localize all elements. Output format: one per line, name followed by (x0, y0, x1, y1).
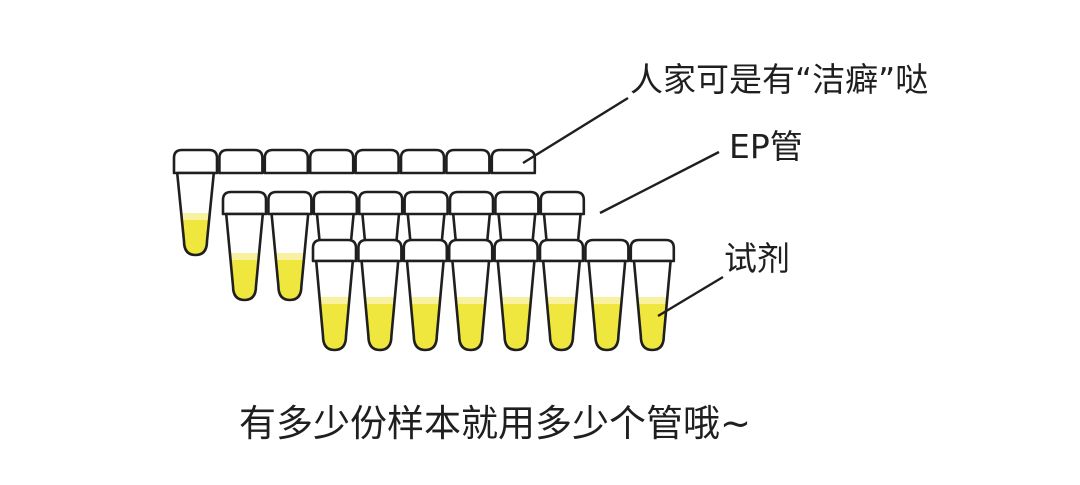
tube-body-outline (632, 259, 672, 352)
tube-cap (263, 148, 310, 175)
reagent-surface (410, 297, 441, 304)
tube-cap (218, 148, 264, 175)
label-ep-tube: EP管 (729, 127, 803, 166)
reagent-liquid (591, 297, 622, 350)
tube-cap (221, 190, 268, 216)
tube-cap (357, 190, 404, 216)
tube-cap (403, 190, 449, 216)
reagent-surface (455, 297, 486, 304)
tube-cap (402, 238, 449, 263)
tube-body-edge (451, 213, 458, 243)
tube-body-edge (349, 213, 355, 243)
reagent-surface (546, 297, 577, 304)
tube-body-outline (224, 212, 265, 302)
middle-tube-strip (221, 190, 586, 302)
reagent-surface (275, 253, 305, 260)
leader-line-cleanliness (522, 96, 629, 165)
reagent-liquid (181, 213, 210, 255)
reagent-liquid (319, 297, 350, 350)
reagent-liquid (546, 297, 577, 350)
tube-body-edge (531, 213, 537, 243)
tube-cap (629, 238, 676, 263)
reagent-liquid (410, 297, 441, 350)
leader-line-reagent (657, 275, 724, 318)
tube-body-outline (405, 259, 445, 352)
tube-body-outline (451, 259, 491, 352)
tube-body-edge (395, 213, 401, 243)
tube-body-edge (406, 213, 412, 243)
reagent-liquid (229, 253, 260, 300)
reagent-surface (637, 297, 668, 304)
caption-text: 有多少份样本就用多少个管哦~ (238, 402, 751, 445)
tube-cap (490, 148, 537, 175)
tube-body-outline (175, 171, 216, 257)
tube-cap (267, 190, 313, 216)
reagent-surface (591, 297, 622, 304)
tube-cap (354, 148, 400, 175)
tube-body-outline (270, 212, 310, 302)
bottom-tube-strip (311, 238, 676, 352)
tube-cap (445, 148, 491, 175)
tube-body-edge (497, 213, 503, 243)
tube-body-outline (587, 259, 627, 352)
top-tube-strip (172, 148, 537, 257)
tube-body-outline (541, 259, 582, 352)
tube-cap (584, 238, 630, 263)
tube-body-edge (485, 213, 492, 243)
tube-cap (447, 238, 494, 263)
reagent-liquid (501, 297, 532, 350)
reagent-surface (319, 297, 350, 304)
tube-body-outline (360, 259, 400, 352)
tube-cap (172, 148, 219, 175)
tube-body-edge (440, 213, 446, 243)
tube-body-edge (576, 213, 582, 243)
tube-cap (493, 238, 539, 263)
tube-body-edge (542, 213, 548, 243)
leader-lines (522, 96, 724, 318)
tube-cap (399, 148, 446, 175)
reagent-liquid (455, 297, 486, 350)
leader-line-ep-tube (599, 150, 720, 215)
reagent-liquid (637, 297, 668, 350)
reagent-surface (364, 297, 395, 304)
reagent-surface (501, 297, 532, 304)
tube-cap (311, 238, 358, 263)
tube-cap (448, 190, 495, 216)
tube-cap (494, 190, 540, 216)
tube-strips (172, 148, 676, 352)
reagent-surface (229, 253, 260, 260)
tube-cap (357, 238, 403, 263)
label-cleanliness: 人家可是有“洁癖”哒 (630, 60, 929, 99)
reagent-surface (181, 213, 210, 220)
reagent-liquid (275, 253, 305, 300)
tube-cap (538, 238, 585, 263)
label-reagent: 试剂 (724, 239, 790, 278)
tube-body-outline (496, 259, 536, 352)
tube-cap (308, 148, 355, 175)
tube-cap (312, 190, 359, 216)
reagent-liquid (364, 297, 395, 350)
tube-body-outline (314, 259, 355, 352)
tube-cap (539, 190, 586, 216)
tube-body-edge (315, 213, 321, 243)
tube-body-edge (361, 213, 367, 243)
